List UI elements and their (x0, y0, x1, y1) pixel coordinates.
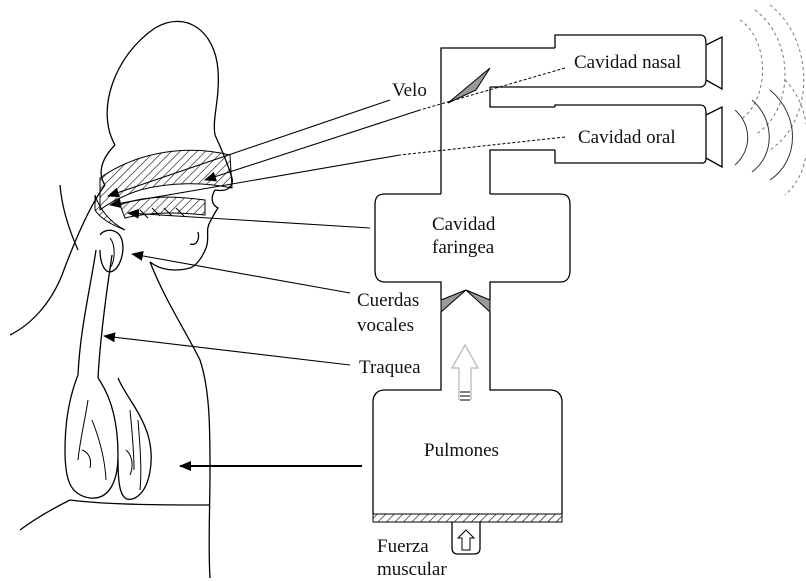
label-traquea: Traquea (359, 357, 421, 378)
pointer-lines (104, 68, 565, 466)
label-cuerdas-vocales-line2: vocales (357, 315, 414, 336)
acoustic-tube-model (373, 35, 722, 554)
labels: Velo Cavidad nasal Cavidad oral Cavidad … (357, 52, 681, 580)
label-pulmones: Pulmones (424, 440, 499, 461)
label-cavidad-faringea-line1: Cavidad (432, 214, 496, 235)
label-cuerdas-vocales-line1: Cuerdas (357, 290, 419, 311)
label-cavidad-oral: Cavidad oral (578, 127, 676, 148)
label-fuerza-muscular-line2: muscular (377, 559, 447, 580)
label-cavidad-nasal: Cavidad nasal (574, 52, 681, 73)
human-anatomy-sketch (10, 21, 232, 578)
label-fuerza-muscular-line1: Fuerza (377, 536, 429, 557)
sound-waves (735, 5, 806, 195)
label-cavidad-faringea-line2: faringea (432, 237, 495, 258)
label-velo: Velo (392, 80, 427, 101)
